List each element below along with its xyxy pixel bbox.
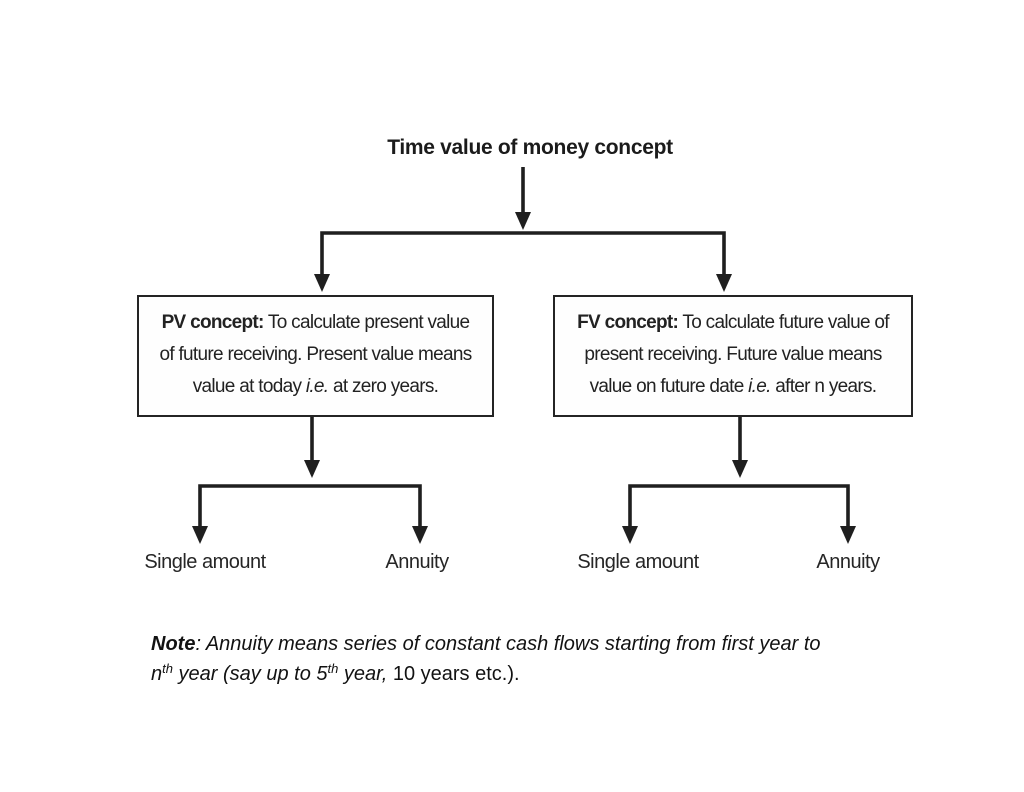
note-mid-2: year,: [338, 663, 393, 685]
pv-line3-abbr: i.e.: [305, 376, 329, 397]
connector-branch-bar: [320, 231, 726, 275]
arrowhead-pv-split: [304, 460, 320, 478]
fv-concept-text: FV concept: To calculate future value of…: [555, 297, 911, 403]
note-sup-th-1: th: [162, 661, 173, 676]
arrowhead-pv-annuity: [412, 526, 428, 544]
arrowhead-pv-box: [314, 274, 330, 292]
arrowhead-fv-annuity: [840, 526, 856, 544]
note-tail: 10 years etc.).: [392, 663, 520, 685]
arrowhead-pv-single: [192, 526, 208, 544]
note-line-1: Note: Annuity means series of constant c…: [151, 629, 911, 659]
fv-line2: present receiving. Future value means: [584, 344, 882, 365]
pv-line2: of future receiving. Present value means: [159, 344, 472, 365]
note-n: n: [151, 663, 163, 685]
fv-text-line-3: value on future date i.e. after n years.: [555, 371, 911, 403]
fv-line1-rest: To calculate future value of: [678, 312, 889, 333]
note-line1-rest: : Annuity means series of constant cash …: [195, 633, 821, 655]
fv-line3-pre: value on future date: [589, 376, 749, 397]
pv-line3-post: at zero years.: [328, 376, 439, 397]
pv-concept-text: PV concept: To calculate present value o…: [139, 297, 492, 403]
note-label: Note: [151, 633, 196, 655]
pv-text-line-2: of future receiving. Present value means: [139, 339, 492, 371]
connector-fv-bar: [628, 484, 850, 527]
pv-concept-box: PV concept: To calculate present value o…: [137, 295, 494, 417]
fv-text-line-2: present receiving. Future value means: [555, 339, 911, 371]
arrowhead-fv-box: [716, 274, 732, 292]
fv-line3-post: after n years.: [770, 376, 877, 397]
arrowhead-fv-single: [622, 526, 638, 544]
note-mid-1: year (say up to 5: [172, 663, 328, 685]
leaf-label-pv-annuity: Annuity: [385, 551, 449, 573]
note-sup-th-2: th: [327, 661, 339, 676]
pv-text-line-1: PV concept: To calculate present value: [139, 307, 492, 339]
note-text: Note: Annuity means series of constant c…: [151, 629, 911, 689]
fv-concept-box: FV concept: To calculate future value of…: [553, 295, 913, 417]
fv-line3-abbr: i.e.: [748, 376, 771, 397]
arrowhead-root: [515, 212, 531, 230]
pv-line1-rest: To calculate present value: [263, 312, 470, 333]
diagram-title: Time value of money concept: [387, 136, 673, 159]
leaf-label-fv-annuity: Annuity: [816, 551, 880, 573]
fv-heading: FV concept:: [577, 312, 679, 333]
pv-text-line-3: value at today i.e. at zero years.: [139, 371, 492, 403]
fv-text-line-1: FV concept: To calculate future value of: [555, 307, 911, 339]
pv-line3-pre: value at today: [192, 376, 306, 397]
leaf-label-fv-single-amount: Single amount: [577, 551, 699, 573]
note-line-2: nth year (say up to 5th year, 10 years e…: [151, 659, 911, 689]
pv-heading: PV concept:: [161, 312, 265, 333]
leaf-label-pv-single-amount: Single amount: [144, 551, 266, 573]
connector-pv-bar: [198, 484, 422, 527]
arrowhead-fv-split: [732, 460, 748, 478]
